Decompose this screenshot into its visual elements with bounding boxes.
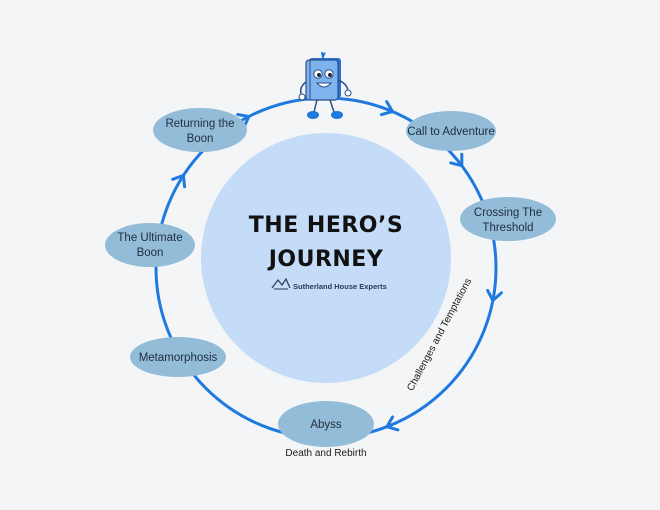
stage-node-call-to-adventure: Call to Adventure	[406, 111, 496, 151]
stage-node-abyss: Abyss	[278, 401, 374, 447]
annotation-death-and-rebirth: Death and Rebirth	[285, 448, 366, 459]
stage-label-line-1: The Ultimate	[117, 232, 182, 244]
center-circle	[201, 133, 451, 383]
center-title-line-1: THE HERO’S	[249, 213, 403, 238]
stage-label: Abyss	[310, 419, 342, 431]
book-mascot-icon	[298, 51, 352, 119]
ring-arrow-icon	[380, 100, 394, 117]
ring-arrow-icon	[236, 113, 251, 129]
stage-label-line-2: Boon	[137, 247, 164, 259]
stage-node-metamorphosis: Metamorphosis	[130, 337, 226, 377]
center-title-line-2: JOURNEY	[267, 247, 384, 272]
stage-label-line-2: Threshold	[482, 222, 533, 234]
ring-arrow-icon	[449, 152, 464, 168]
stage-label-line-1: Returning the	[165, 118, 234, 130]
stage-label: Metamorphosis	[139, 352, 218, 364]
brand-logo-icon	[271, 277, 291, 290]
stage-node-returning-the-boon: Returning the Boon	[153, 108, 247, 152]
stage-node-the-ultimate-boon: The Ultimate Boon	[105, 223, 195, 267]
stage-label-line-2: Boon	[187, 133, 214, 145]
ring-arrow-icon	[486, 288, 503, 302]
ring-arrow-icon	[171, 173, 187, 189]
brand-name: Sutherland House Experts	[293, 282, 387, 291]
stage-label-line-1: Crossing The	[474, 207, 542, 219]
stage-node-crossing-the-threshold: Crossing The Threshold	[460, 197, 556, 241]
brand-logo: Sutherland House Experts	[271, 277, 387, 291]
stage-label: Call to Adventure	[407, 126, 495, 138]
ring-arrow-icon	[385, 415, 400, 432]
